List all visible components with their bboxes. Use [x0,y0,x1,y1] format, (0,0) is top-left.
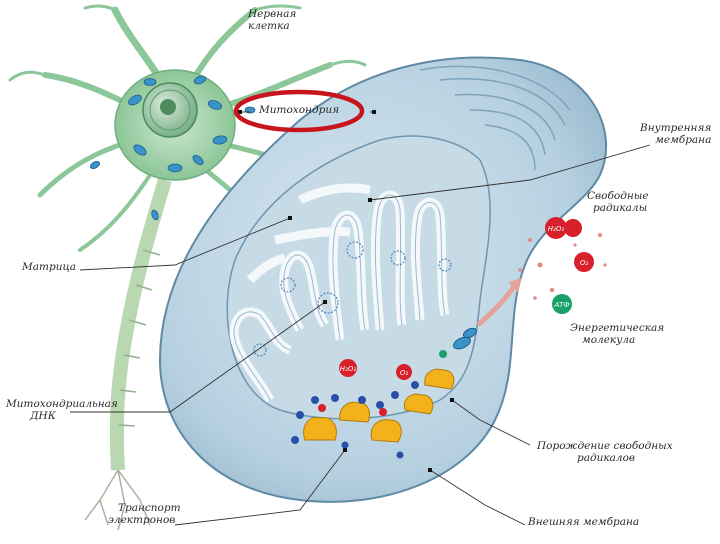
h2o2-label: H₂O₂ [548,225,565,233]
axon-terminal [84,469,151,531]
export-arrow [476,283,518,327]
highlight-ellipse [233,89,365,133]
h2o2-small-label: H₂O₂ [340,365,357,373]
inner-radicals: H₂O₂ O₂ [339,359,412,380]
axon-segments [118,249,161,427]
free-radical-molecules: H₂O₂ O₂ [545,217,594,272]
mito-dna-rings [253,241,452,357]
neuron-mitochondria [90,75,256,221]
radical-dots [518,233,607,300]
o2-small-label: O₂ [400,369,409,377]
label-mitochondrion: Митохондрия [259,104,340,116]
label-matrix: Матрица [22,261,77,273]
leader-lines [70,111,651,526]
mitochondrion: H₂O₂ O₂ [158,56,608,503]
label-outer-membrane: Внешняя мембрана [528,516,640,528]
o2-label: O₂ [580,259,589,267]
leader-points [238,110,454,472]
electron-transport-chain [291,327,478,459]
atp-label: АТФ [553,301,569,309]
neuron [8,4,367,531]
atp-synthase [453,336,471,350]
atp-molecule: АТФ [552,294,572,314]
